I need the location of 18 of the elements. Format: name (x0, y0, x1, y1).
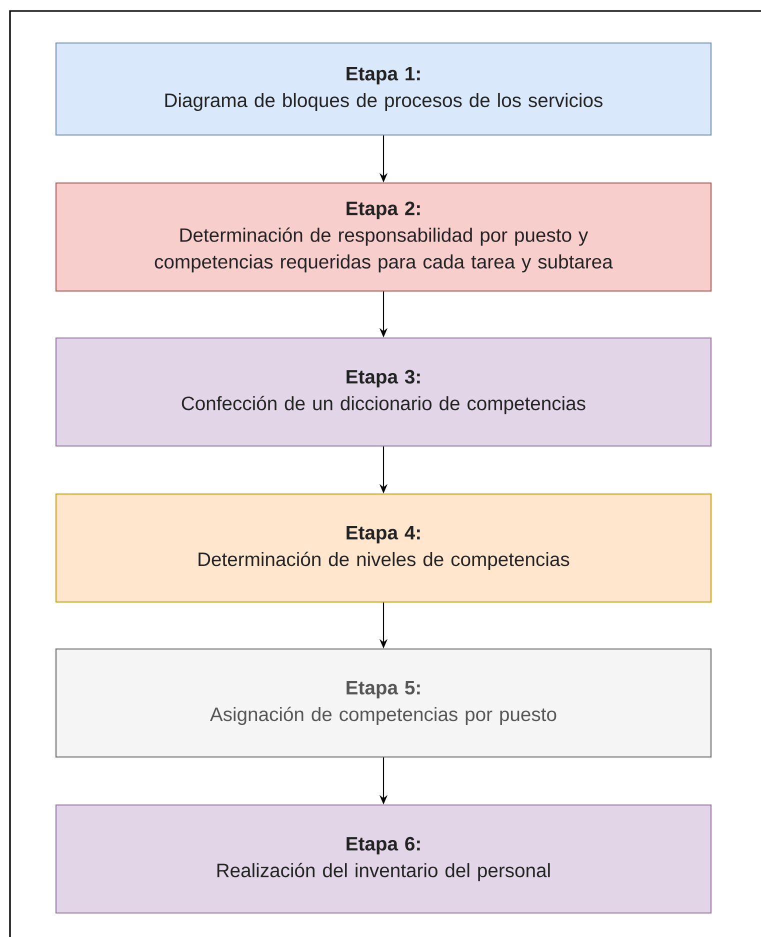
stage-description: Asignación de competencias por puesto (210, 706, 556, 725)
process-box (55, 648, 712, 758)
process-box (55, 337, 712, 447)
process-box (55, 42, 712, 136)
stage-description: Determinación de responsabilidad por puesto y competencias requeridas para cada tarea y subtarea (154, 228, 613, 272)
stage-description: Diagrama de bloques de procesos de los servicios (165, 92, 602, 111)
stage-description: Confección de un diccionario de competencias (182, 396, 586, 414)
stage-heading: Etapa 1: (346, 67, 420, 84)
stage-description: Determinación de niveles de competencias (198, 552, 570, 570)
stage-heading: Etapa 6: (346, 836, 420, 854)
stage-heading: Etapa 3: (346, 370, 420, 388)
stage-heading: Etapa 2: (346, 202, 420, 220)
stage-description: Realización del inventario del personal (217, 862, 550, 882)
process-box (55, 493, 712, 603)
process-box (55, 804, 712, 914)
process-box (55, 182, 712, 292)
stage-heading: Etapa 4: (346, 526, 420, 544)
stage-heading: Etapa 5: (346, 681, 420, 698)
